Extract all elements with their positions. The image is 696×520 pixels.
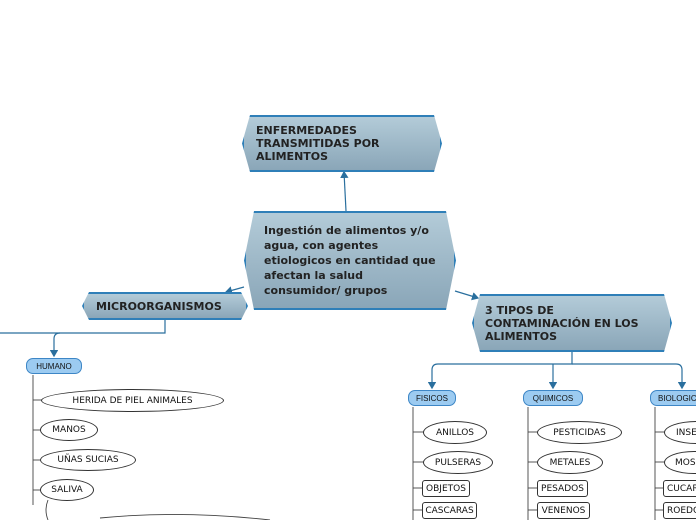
humano-label: HUMANO xyxy=(36,361,72,371)
fisicos-label: FISICOS xyxy=(415,393,448,403)
microorganismos-label: MICROORGANISMOS xyxy=(96,299,222,313)
quimicos-item-metales[interactable]: METALES xyxy=(537,451,603,474)
biologicos-label: BIOLOGICOS xyxy=(658,393,696,403)
humano-item-unas[interactable]: UÑAS SUCIAS xyxy=(40,449,136,471)
quimicos-node[interactable]: QUIMICOS xyxy=(523,390,583,406)
tipos-label: 3 TIPOS DE CONTAMINACIÓN EN LOS ALIMENTO… xyxy=(485,303,639,343)
humano-item-herida[interactable]: HERIDA DE PIEL ANIMALES xyxy=(41,389,224,412)
quimicos-item-pesados[interactable]: PESADOS xyxy=(537,480,588,497)
quimicos-label: QUIMICOS xyxy=(532,393,574,403)
fisicos-item-anillos[interactable]: ANILLOS xyxy=(423,421,487,444)
humano-item-saliva[interactable]: SALIVA xyxy=(40,479,94,501)
humano-item-manos[interactable]: MANOS xyxy=(40,419,98,441)
center-label: Ingestión de alimentos y/o agua, con age… xyxy=(264,224,436,297)
quimicos-item-venenos[interactable]: VENENOS xyxy=(537,502,590,519)
microorganismos-node[interactable]: MICROORGANISMOS xyxy=(82,292,248,320)
center-node[interactable]: Ingestión de alimentos y/o agua, con age… xyxy=(244,211,456,310)
tipos-node[interactable]: 3 TIPOS DE CONTAMINACIÓN EN LOS ALIMENTO… xyxy=(472,294,672,352)
etas-node[interactable]: ENFERMEDADES TRANSMITIDAS POR ALIMENTOS xyxy=(242,115,442,172)
biologicos-node[interactable]: BIOLOGICOS xyxy=(650,390,696,406)
fisicos-item-pulseras[interactable]: PULSERAS xyxy=(423,451,493,474)
fisicos-node[interactable]: FISICOS xyxy=(408,390,456,406)
biologicos-item-cucarachas[interactable]: CUCARACHAS xyxy=(663,480,696,497)
etas-label: ENFERMEDADES TRANSMITIDAS POR ALIMENTOS xyxy=(256,124,380,163)
fisicos-item-objetos[interactable]: OBJETOS xyxy=(422,480,470,497)
fisicos-item-cascaras[interactable]: CASCARAS xyxy=(422,502,477,519)
biologicos-item-roedores[interactable]: ROEDORES xyxy=(663,502,696,519)
humano-node[interactable]: HUMANO xyxy=(26,358,82,374)
quimicos-item-pesticidas[interactable]: PESTICIDAS xyxy=(537,421,622,444)
